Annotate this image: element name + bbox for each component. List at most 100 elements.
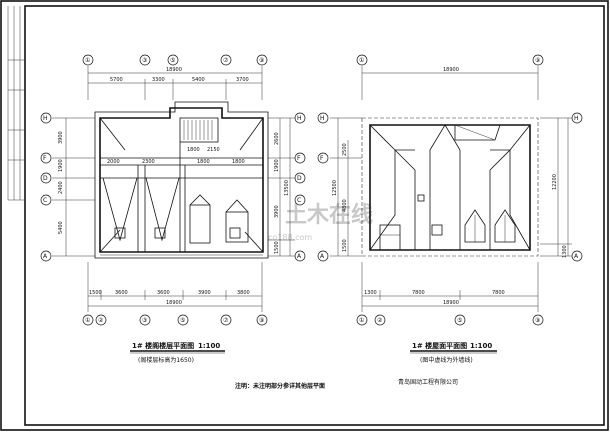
plan-scale: 1:100 <box>198 342 220 350</box>
right-right-dimensions: 12200 1300 <box>540 117 572 258</box>
dim: 1500 <box>89 290 102 296</box>
left-top-axes: ① ③ ⑤ ⑦ ⑨ <box>82 54 268 66</box>
axis-label: ① <box>85 57 90 64</box>
axis-label: ③ <box>142 317 147 324</box>
plan-scale: 1:100 <box>470 342 492 350</box>
axis-label: C <box>43 197 47 204</box>
watermark: 土木在线 co188.com <box>268 202 373 242</box>
axis-label: C <box>297 197 301 204</box>
inner-dim: 1800 <box>197 159 210 165</box>
axis-label: H <box>297 115 302 122</box>
dim-total: 12500 <box>332 180 338 196</box>
plan-subtitle: (阁楼层标高为1650) <box>138 356 194 364</box>
company-name: 青岛国动工程有限公司 <box>398 378 458 386</box>
binding-strip <box>7 6 25 201</box>
axis-label: ⑤ <box>457 317 462 324</box>
axis-label: ⑦ <box>223 317 229 324</box>
axis-label: ⑨ <box>535 57 540 64</box>
axis-label: F <box>43 155 47 162</box>
dim: 1500 <box>342 239 348 252</box>
dim: 3900 <box>274 205 280 218</box>
dormer <box>464 209 486 243</box>
right-left-axes: H F A <box>317 112 329 262</box>
axis-label: A <box>320 253 325 260</box>
axis-label: ② <box>377 317 383 324</box>
outer-wall-dashed <box>361 117 539 257</box>
inner-frame <box>24 5 605 426</box>
plan-title: 1# 楼阁楼层平面图 <box>132 341 194 350</box>
dim: 7800 <box>412 290 425 296</box>
inner-dim: 2000 <box>107 159 120 165</box>
dim: 5400 <box>192 77 205 83</box>
left-plan-building: 2000 2300 1800 2150 1800 1800 <box>94 101 269 259</box>
axis-label: A <box>297 253 302 260</box>
axis-label: ⑨ <box>259 317 264 324</box>
dim: 5700 <box>110 77 123 83</box>
dim: 12200 <box>552 174 558 190</box>
chimney <box>431 224 443 236</box>
left-plan: ① ③ ⑤ ⑦ ⑨ 18900 5700 3300 5400 3700 H F … <box>40 54 306 364</box>
dim: 5400 <box>58 221 64 234</box>
axis-label: F <box>320 155 324 162</box>
dim: 3700 <box>236 77 249 83</box>
watermark-main: 土木在线 <box>285 202 373 228</box>
right-bottom-dimensions: 1300 7800 7800 18900 <box>361 262 539 312</box>
axis-label: ⑨ <box>259 57 264 64</box>
left-bottom-dimensions: 1500 3600 3600 3900 3800 18900 <box>87 262 263 312</box>
axis-label: A <box>43 253 48 260</box>
right-plan-building <box>361 117 539 257</box>
axis-label: A <box>574 253 579 260</box>
dim: 3600 <box>115 290 128 296</box>
dim: 7800 <box>492 290 505 296</box>
left-bottom-axes: ① ② ③ ⑤ ⑦ ⑨ <box>82 314 268 326</box>
footer: 注明：未注明部分参详其他层平面 青岛国动工程有限公司 <box>235 378 458 390</box>
dim: 1300 <box>562 245 568 258</box>
axis-label: ② <box>98 317 104 324</box>
right-left-dimensions: 12500 2500 4800 1500 <box>330 117 362 257</box>
left-plan-caption: 1# 楼阁楼层平面图 1:100 (阁楼层标高为1650) <box>130 341 225 364</box>
dim: 3600 <box>157 290 170 296</box>
inner-dim: 1800 <box>187 147 200 153</box>
right-top-axes: ① ⑨ <box>356 54 544 66</box>
axis-label: D <box>43 175 48 182</box>
dim: 2400 <box>58 181 64 194</box>
axis-label: ① <box>359 57 364 64</box>
inner-dim: 1800 <box>232 159 245 165</box>
dim: 1900 <box>58 159 64 172</box>
dim-total: 18900 <box>166 67 182 73</box>
dim: 2500 <box>342 143 348 156</box>
left-plan-right-axes: H F D C A <box>294 112 306 262</box>
dim-total: 18900 <box>443 67 459 73</box>
axis-label: F <box>297 155 301 162</box>
axis-label: ⑦ <box>223 57 229 64</box>
axis-label: H <box>574 115 579 122</box>
dim-total: 13500 <box>284 180 290 196</box>
dim: 3800 <box>237 290 250 296</box>
skylight <box>454 124 501 141</box>
right-top-dimensions: 18900 <box>361 66 539 100</box>
dim: 1900 <box>274 159 280 172</box>
left-side-axes: H F D C A <box>40 112 52 262</box>
dim: 2600 <box>274 132 280 145</box>
dim: 1500 <box>274 241 280 254</box>
stair <box>179 117 219 143</box>
inner-dim: 2300 <box>142 159 155 165</box>
axis-label: ① <box>359 317 364 324</box>
chimney <box>417 194 425 202</box>
inner-dim: 2150 <box>207 147 220 153</box>
right-bottom-axes: ① ② ⑤ ⑨ <box>356 314 544 326</box>
dim: 3300 <box>152 77 165 83</box>
axis-label: ⑨ <box>535 317 540 324</box>
left-top-dimensions: 18900 5700 3300 5400 3700 <box>87 66 263 100</box>
axis-label: D <box>297 175 302 182</box>
axis-label: ③ <box>142 57 147 64</box>
axis-label: H <box>43 115 48 122</box>
right-right-axes: H A <box>571 112 583 262</box>
axis-label: ① <box>85 317 90 324</box>
dim: 3900 <box>58 131 64 144</box>
dim: 3900 <box>198 290 211 296</box>
left-side-dimensions: 3900 1900 2400 5400 <box>52 117 95 257</box>
dim-total: 18900 <box>166 300 182 306</box>
dim: 4800 <box>342 199 348 212</box>
axis-label: ⑤ <box>180 317 185 324</box>
